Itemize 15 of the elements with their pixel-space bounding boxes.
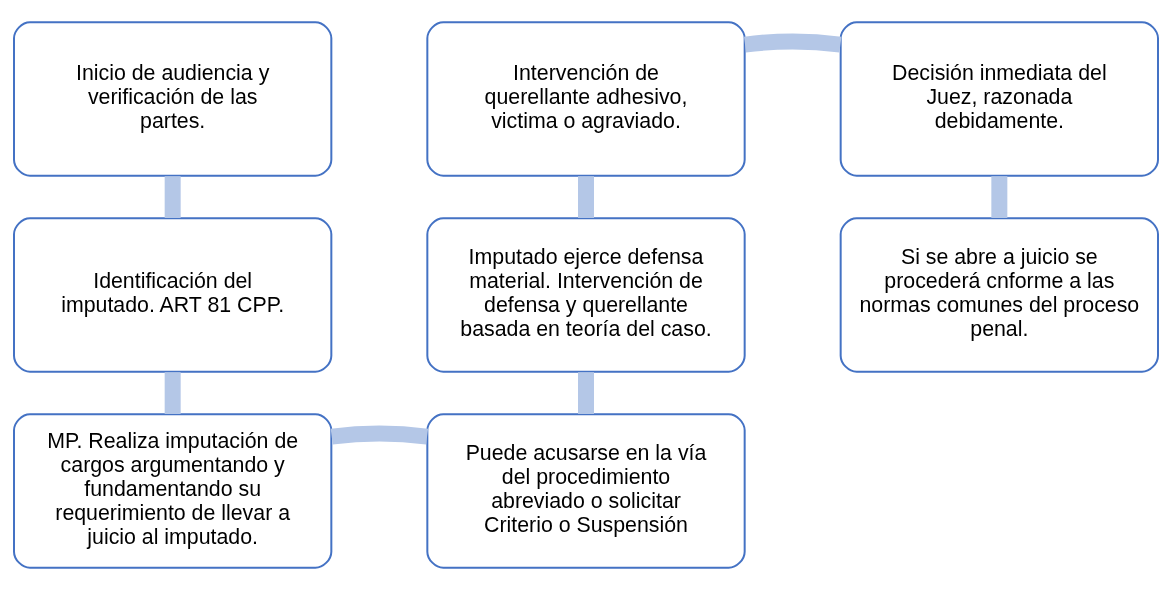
connector [578, 176, 594, 219]
node-box: Si se abre a juicio se procederá cnforme a las normas comunes del proceso penal. [839, 217, 1159, 373]
node-box: Puede acusarse en la vía del procedimiento abreviado o solicitar Criterio o Suspensión [426, 413, 746, 569]
node-box: Identificación del imputado. ART 81 CPP. [13, 217, 333, 373]
node-box: Decisión inmediata del Juez, razonada debidamente. [839, 21, 1159, 177]
node-box: Imputado ejerce defensa material. Intervención de defensa y querellante basada en teoría del caso. [426, 217, 746, 373]
connector [164, 372, 181, 415]
node-box: MP. Realiza imputación de cargos argumentando y fundamentando su requerimiento de llevar a juicio al imputado. [13, 413, 333, 569]
connector [578, 372, 594, 415]
node-box: Intervención de querellante adhesivo, victima o agraviado. [426, 21, 746, 177]
connector [330, 425, 428, 445]
connector [164, 176, 181, 219]
connector [991, 176, 1008, 219]
connector [744, 33, 842, 53]
node-box: Inicio de audiencia y verificación de las partes. [13, 21, 333, 177]
